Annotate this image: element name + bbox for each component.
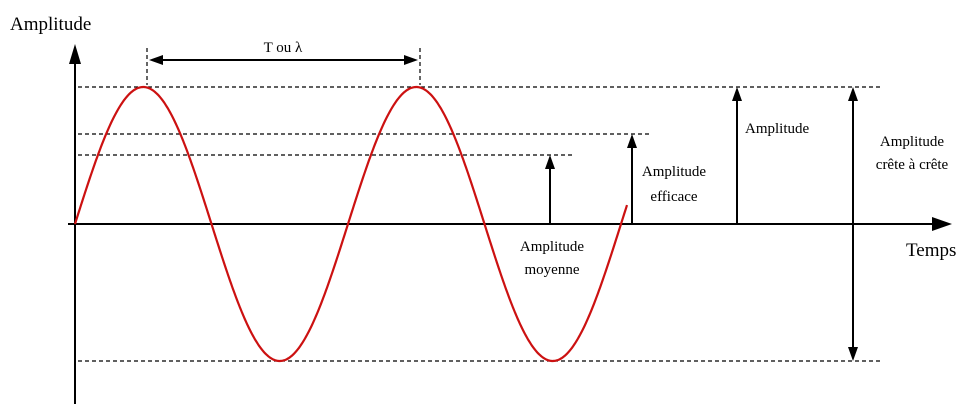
peak-to-peak-arrowhead-bottom <box>848 347 858 361</box>
mean-amplitude-arrowhead <box>545 155 555 169</box>
rms-amplitude-label-line1: Amplitude <box>642 164 707 180</box>
rms-amplitude-label-line2: efficace <box>650 189 698 205</box>
peak-amplitude-label: Amplitude <box>745 121 810 137</box>
peak-to-peak-label-line1: Amplitude <box>880 134 945 150</box>
x-axis-arrowhead <box>932 217 952 231</box>
period-arrowhead-right <box>404 55 418 65</box>
rms-amplitude-arrowhead <box>627 134 637 148</box>
x-axis-label: Temps <box>906 240 956 261</box>
period-arrowhead-left <box>149 55 163 65</box>
sine-wave <box>73 85 629 363</box>
mean-amplitude-label-line2: moyenne <box>525 262 580 278</box>
peak-amplitude-arrowhead <box>732 87 742 101</box>
peak-to-peak-arrowhead-top <box>848 87 858 101</box>
mean-amplitude-label-line1: Amplitude <box>520 239 585 255</box>
peak-to-peak-label-line2: crête à crête <box>876 157 949 173</box>
period-label: T ou λ <box>264 40 303 56</box>
y-axis-label: Amplitude <box>10 14 91 35</box>
y-axis-arrowhead <box>69 44 81 64</box>
